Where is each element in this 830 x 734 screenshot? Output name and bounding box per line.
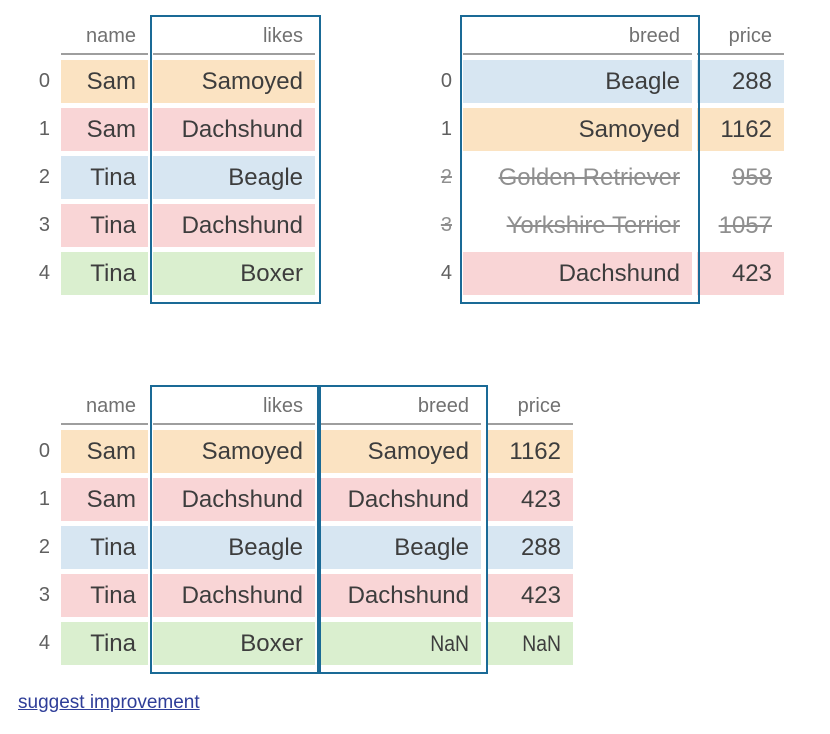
cell-breed: Dachshund [320,574,481,617]
column-header-likes: likes [153,387,315,425]
cell-likes: Beagle [153,526,315,569]
row-index: 0 [38,70,50,92]
cell-price: 1162 [486,430,573,473]
cell-price: 423 [697,252,784,295]
cell-likes: Beagle [153,156,315,199]
cell-price: 423 [486,574,573,617]
row-index: 0 [38,440,50,462]
row-index: 1 [38,118,50,140]
cell-likes: Dachshund [153,204,315,247]
cell-price: 1162 [697,108,784,151]
suggest-improvement-link[interactable]: suggest improvement [18,692,200,713]
cell-likes: Samoyed [153,430,315,473]
row-index: 0 [440,70,452,92]
cell-breed: Samoyed [320,430,481,473]
column-header-breed: breed [463,17,692,55]
row-index: 4 [440,262,452,284]
column-header-price: price [486,387,573,425]
cell-breed: Samoyed [463,108,692,151]
cell-price-dropped: 1057 [718,211,772,239]
right-table: breed price 0 Beagle 288 1 Samoyed 1162 … [422,17,784,295]
row-index: 3 [38,214,50,236]
cell-breed: Dachshund [320,478,481,521]
cell-likes: Boxer [153,252,315,295]
index-column-header [20,387,56,425]
cell-price: 423 [486,478,573,521]
cell-breed: Dachshund [463,252,692,295]
cell-likes: Dachshund [153,108,315,151]
cell-name: Tina [61,622,148,665]
cell-breed-dropped: Golden Retriever [498,163,680,191]
row-index: 1 [38,488,50,510]
cell-breed: Beagle [320,526,481,569]
column-header-name: name [61,387,148,425]
cell-price-dropped: 958 [731,163,772,191]
cell-name: Tina [61,574,148,617]
row-index: 3 [38,584,50,606]
row-index-dropped: 2 [440,166,452,188]
nan-value: NaN [522,630,561,656]
cell-price: 288 [486,526,573,569]
column-header-breed: breed [320,387,481,425]
row-index-dropped: 3 [440,214,452,236]
merged-table: name likes breed price 0 Sam Samoyed Sam… [20,387,573,665]
cell-name: Sam [61,430,148,473]
nan-value: NaN [430,630,469,656]
cell-breed-dropped: Yorkshire Terrier [506,211,680,239]
column-header-name: name [61,17,148,55]
cell-price-nan: NaN [486,622,573,665]
index-column-header [20,17,56,55]
cell-likes: Dachshund [153,574,315,617]
cell-price: 288 [697,60,784,103]
index-column-header [422,17,458,55]
cell-name: Tina [61,156,148,199]
row-index: 1 [440,118,452,140]
cell-name: Tina [61,252,148,295]
column-header-likes: likes [153,17,315,55]
cell-name: Sam [61,108,148,151]
column-header-price: price [697,17,784,55]
cell-likes: Samoyed [153,60,315,103]
cell-name: Sam [61,60,148,103]
cell-name: Sam [61,478,148,521]
cell-name: Tina [61,526,148,569]
cell-breed: Beagle [463,60,692,103]
cell-likes: Boxer [153,622,315,665]
row-index: 4 [38,262,50,284]
row-index: 4 [38,632,50,654]
cell-likes: Dachshund [153,478,315,521]
row-index: 2 [38,536,50,558]
row-index: 2 [38,166,50,188]
cell-name: Tina [61,204,148,247]
cell-breed-nan: NaN [320,622,481,665]
left-table: name likes 0 Sam Samoyed 1 Sam Dachshund… [20,17,315,295]
